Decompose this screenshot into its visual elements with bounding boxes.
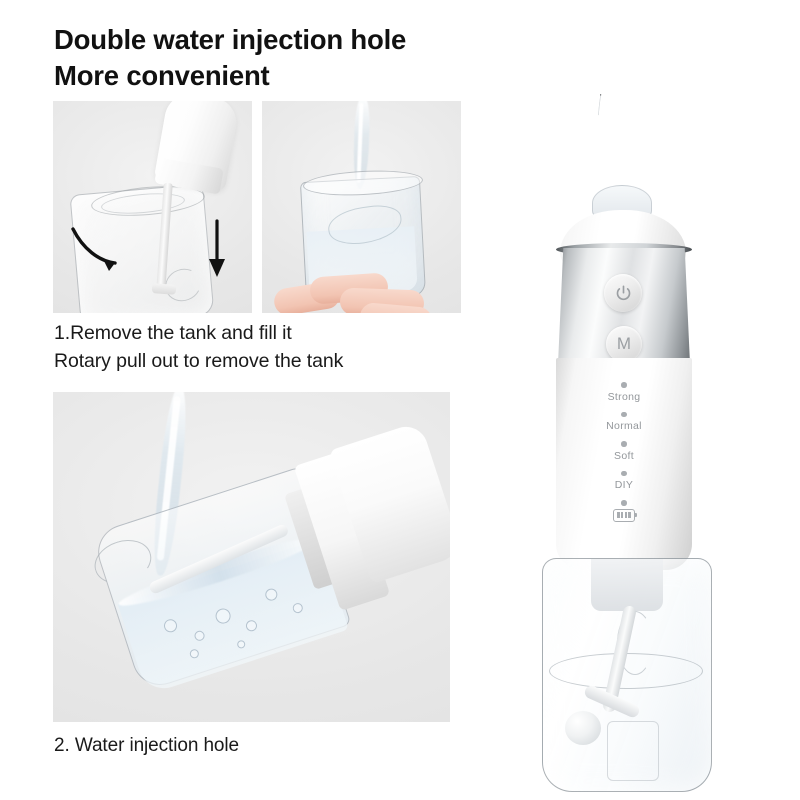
oral-irrigator-device: M Strong Normal Soft DIY <box>500 0 800 800</box>
device-body <box>556 358 692 570</box>
mode-button[interactable]: M <box>606 326 642 362</box>
mode-label: Soft <box>614 449 634 462</box>
led-dot <box>621 470 627 476</box>
page-title-line-2: More convenient <box>54 60 270 92</box>
battery-segment <box>617 512 620 518</box>
caption-step-1-line-1: 1.Remove the tank and fill it <box>54 322 292 344</box>
mode-label: DIY <box>614 479 634 491</box>
page-title-line-1: Double water injection hole <box>54 24 407 55</box>
intake-hose-loop <box>88 532 158 591</box>
caption-step-2-text: 2. Water injection hole <box>54 735 239 756</box>
battery-icon <box>613 508 638 522</box>
panel-water-injection-photo <box>53 392 450 722</box>
mode-indicator-normal: Normal <box>578 411 670 432</box>
led-dot <box>621 411 627 417</box>
led-dot <box>621 500 627 506</box>
intake-stem-foot <box>151 283 177 295</box>
battery-segment <box>624 512 628 518</box>
led-dot <box>621 441 627 447</box>
nozzle-icon <box>598 94 602 116</box>
tank-base-feature <box>607 721 659 781</box>
caption-step-1-line-2: Rotary pull out to remove the tank <box>54 349 344 372</box>
mode-label: Strong <box>607 390 641 403</box>
battery-segment <box>620 512 624 518</box>
panel-water-injection-hole <box>53 392 450 722</box>
hand-holding-tank <box>272 269 442 313</box>
panel-remove-tank <box>53 101 252 313</box>
page-title: Double water injection hole More conveni… <box>54 22 524 95</box>
intake-weight-ball <box>565 711 601 745</box>
pull-down-arrow-icon <box>209 219 225 277</box>
mode-indicator-strong: Strong <box>578 382 670 403</box>
mode-button-label: M <box>616 334 632 353</box>
rotary-arrow-icon <box>71 227 117 271</box>
power-button[interactable] <box>604 274 642 312</box>
panel-remove-tank-photo <box>53 101 252 313</box>
led-dot <box>621 382 627 388</box>
battery-indicator <box>578 500 670 522</box>
mode-indicator-soft: Soft <box>578 441 670 462</box>
tank-inner-cap <box>591 559 663 611</box>
tilted-device <box>88 421 450 698</box>
mode-indicator-diy: DIY <box>578 470 670 491</box>
caption-step-2: 2. Water injection hole <box>54 733 484 760</box>
caption-step-1: 1.Remove the tank and fill it Rotary pul… <box>54 320 484 375</box>
panel-fill-tank-photo <box>262 101 461 313</box>
panel-fill-tank <box>262 101 461 313</box>
mode-label: Normal <box>606 420 642 432</box>
power-icon <box>616 285 630 300</box>
battery-segment <box>628 512 631 518</box>
mode-indicator-list: Strong Normal Soft DIY <box>578 382 670 531</box>
water-tank <box>542 558 712 792</box>
